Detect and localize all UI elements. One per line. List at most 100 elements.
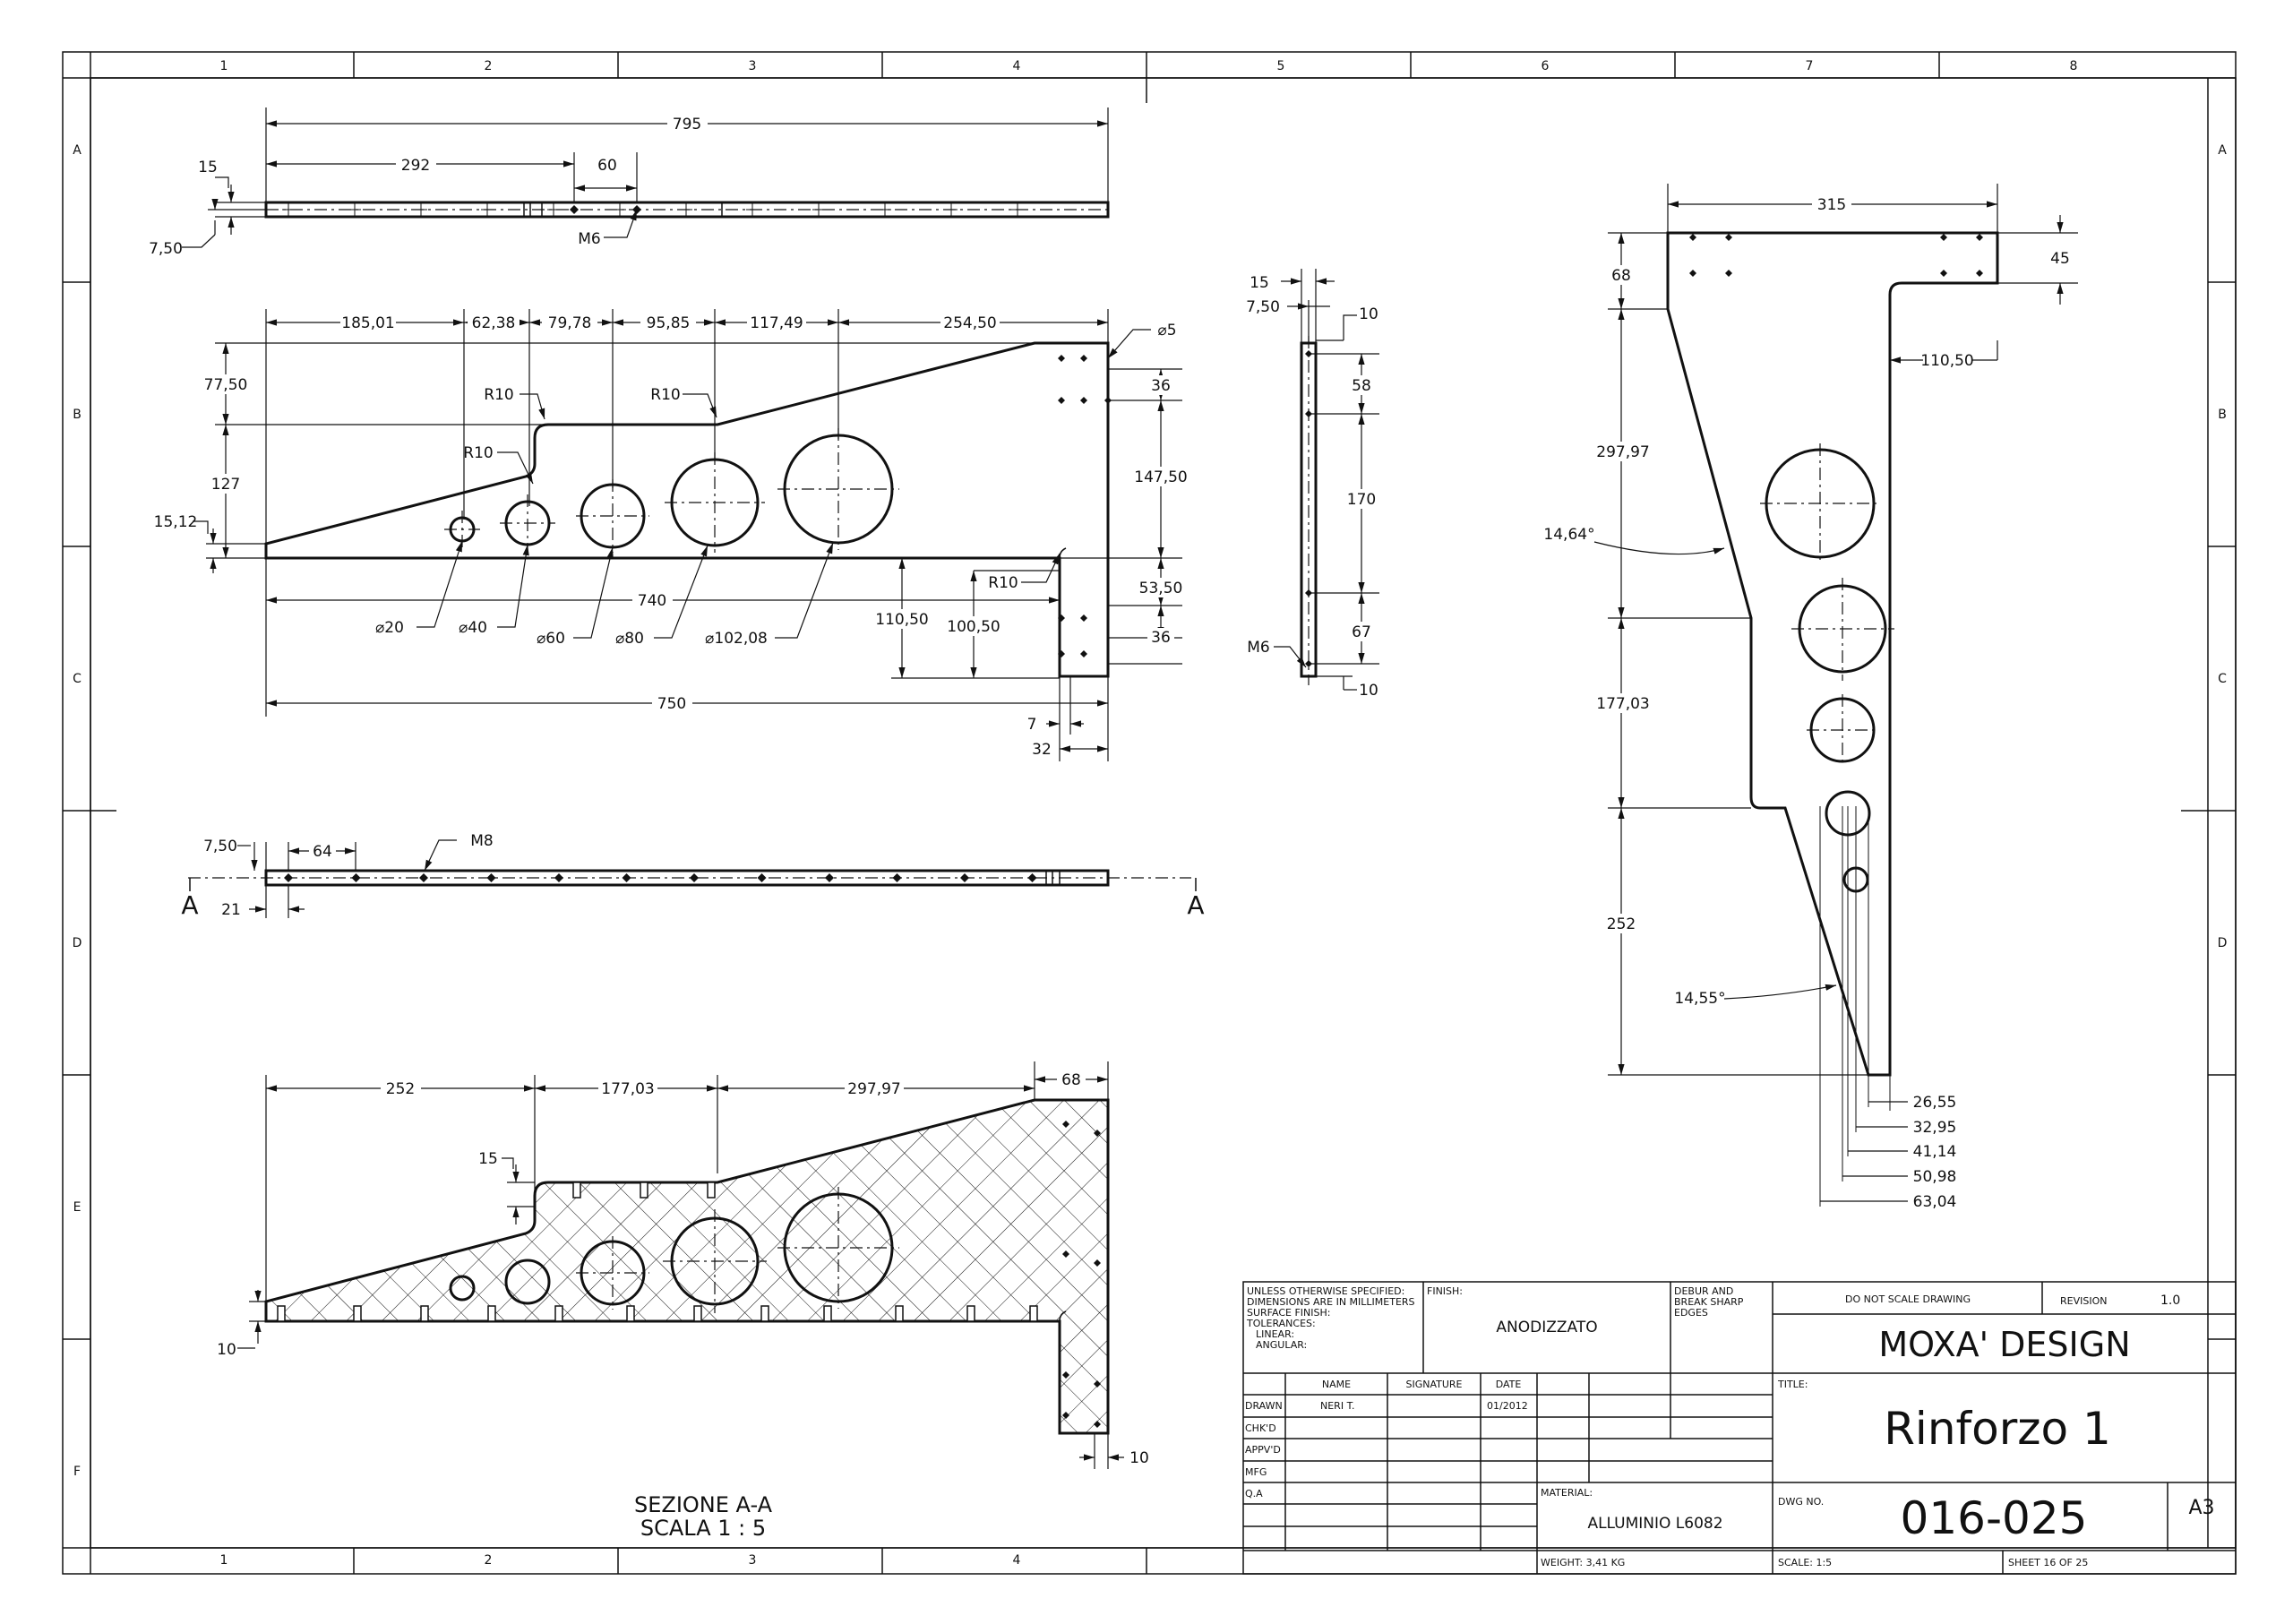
column-label: 5 <box>1277 59 1285 73</box>
dwg-no-value: 016-025 <box>1901 1492 2088 1544</box>
scale: SCALE: 1:5 <box>1778 1557 1832 1568</box>
column-label: 6 <box>1542 59 1550 73</box>
row-label-qa: Q.A <box>1245 1488 1263 1499</box>
row-label-approved: APPV'D <box>1245 1444 1281 1456</box>
dimension-label: 254,50 <box>943 314 996 332</box>
revision-label: REVISION <box>2060 1295 2107 1307</box>
mount-hole-marker <box>419 873 428 882</box>
front-view: 185,01 62,38 79,78 95,85 117,49 254,50 7… <box>154 309 1188 761</box>
title-block: UNLESS OTHERWISE SPECIFIED: DIMENSIONS A… <box>1242 1281 2237 1575</box>
mount-hole-marker <box>690 873 699 882</box>
dimension-label: 67 <box>1352 623 1371 641</box>
mount-hole-marker <box>1094 1380 1101 1388</box>
dimension-label: 79,78 <box>548 314 592 332</box>
dimension-label: 100,50 <box>947 618 1000 636</box>
column-label: 1 <box>220 59 228 73</box>
dimension-label: 177,03 <box>601 1080 654 1098</box>
section-slot <box>640 1181 648 1199</box>
spec-line: ANGULAR: <box>1256 1339 1307 1351</box>
column-label: 7 <box>1806 59 1814 73</box>
dimension-label: 36 <box>1151 629 1171 647</box>
dimension-label: 10 <box>1129 1449 1149 1467</box>
mount-hole-marker <box>757 873 767 882</box>
mount-hole-marker <box>554 873 563 882</box>
hole-center-mark <box>812 203 825 216</box>
dimension-label: 315 <box>1817 196 1846 214</box>
mount-hole-marker <box>1058 397 1065 404</box>
drawing-title: Rinforzo 1 <box>1884 1403 2111 1455</box>
mount-hole-marker <box>1062 1371 1069 1379</box>
mount-hole-marker <box>892 873 902 882</box>
column-label: 3 <box>749 1553 757 1568</box>
material-value: ALLUMINIO L6082 <box>1587 1515 1722 1533</box>
rotated-view: 315 68 45 110,50 297,97 14,64° 177,03 25… <box>1543 184 2078 1211</box>
radius-label: R10 <box>463 444 493 462</box>
section-caption: SEZIONE A-A <box>634 1492 773 1517</box>
weight: WEIGHT: 3,41 KG <box>1541 1557 1625 1568</box>
dimension-label: 68 <box>1611 267 1631 285</box>
hole-center-mark <box>680 203 692 216</box>
dimension-label: 795 <box>673 116 701 133</box>
dimension-label: 45 <box>2050 250 2070 268</box>
stack-dimension: 50,98 <box>1913 1168 1957 1186</box>
section-mark: A <box>1187 890 1204 920</box>
dimension-label: 750 <box>657 695 686 713</box>
spec-line: DIMENSIONS ARE IN MILLIMETERS <box>1247 1296 1415 1308</box>
dwg-no-label: DWG NO. <box>1778 1496 1824 1508</box>
dimension-label: 297,97 <box>847 1080 900 1098</box>
row-label: D <box>2218 936 2228 950</box>
section-slot <box>1029 1305 1038 1322</box>
section-scale: SCALA 1 : 5 <box>640 1516 766 1541</box>
deburr-note: EDGES <box>1674 1307 1708 1319</box>
thread-callout: M6 <box>578 230 600 248</box>
mount-hole-marker <box>1689 270 1696 277</box>
dimension-label: 292 <box>401 157 430 175</box>
mount-hole-marker <box>1940 234 1947 241</box>
mount-hole-marker <box>1058 614 1065 622</box>
hole-center-mark <box>481 203 494 216</box>
mount-hole-marker <box>1689 234 1696 241</box>
stack-dimension: 32,95 <box>1913 1119 1957 1137</box>
mount-hole-marker <box>1094 1130 1101 1137</box>
col-header-signature: SIGNATURE <box>1405 1379 1462 1390</box>
hole-center-mark <box>614 203 626 216</box>
hole-callout: ⌀102,08 <box>705 630 768 648</box>
sheet-size: A3 <box>2188 1497 2214 1519</box>
mount-hole-marker <box>284 873 293 882</box>
dimension-label: 21 <box>221 901 241 919</box>
section-slot <box>353 1305 362 1322</box>
dimension-label: 297,97 <box>1596 443 1649 461</box>
angle-label: 14,55° <box>1674 990 1725 1008</box>
hole-center-mark <box>415 203 427 216</box>
deburr-note: BREAK SHARP <box>1674 1296 1744 1308</box>
row-label-mfg: MFG <box>1245 1466 1267 1478</box>
dimension-label: 15 <box>1250 274 1269 292</box>
section-view: 252 177,03 297,97 68 15 10 10 SEZIONE A-… <box>217 1061 1149 1541</box>
spec-line: SURFACE FINISH: <box>1247 1307 1330 1319</box>
dimension-label: 58 <box>1352 377 1371 395</box>
dimension-label: 7,50 <box>149 240 183 258</box>
row-label: A <box>2218 143 2227 158</box>
row-label-checked: CHK'D <box>1245 1422 1276 1434</box>
mount-hole-marker <box>1094 1421 1101 1428</box>
column-label: 4 <box>1013 59 1021 73</box>
mount-hole-marker <box>1058 355 1065 362</box>
dimension-label: 68 <box>1061 1071 1081 1089</box>
dimension-label: 147,50 <box>1134 468 1187 486</box>
dimension-label: 95,85 <box>647 314 691 332</box>
mount-hole-marker <box>1062 1121 1069 1128</box>
stack-dimension: 63,04 <box>1913 1193 1957 1211</box>
title-label: TITLE: <box>1777 1379 1808 1390</box>
spec-line: UNLESS OTHERWISE SPECIFIED: <box>1247 1285 1404 1297</box>
mount-hole-marker <box>1062 1412 1069 1419</box>
mount-hole-marker <box>1080 650 1087 657</box>
row-label: E <box>73 1200 82 1215</box>
row-label: D <box>73 936 82 950</box>
mount-hole-marker <box>1027 873 1037 882</box>
drawn-name: NERI T. <box>1320 1400 1354 1412</box>
side-view: 15 7,50 10 58 170 67 10 M6 <box>1246 269 1379 700</box>
dimension-label: 15,12 <box>154 513 198 531</box>
row-label: A <box>73 143 82 158</box>
section-slot <box>554 1305 563 1322</box>
